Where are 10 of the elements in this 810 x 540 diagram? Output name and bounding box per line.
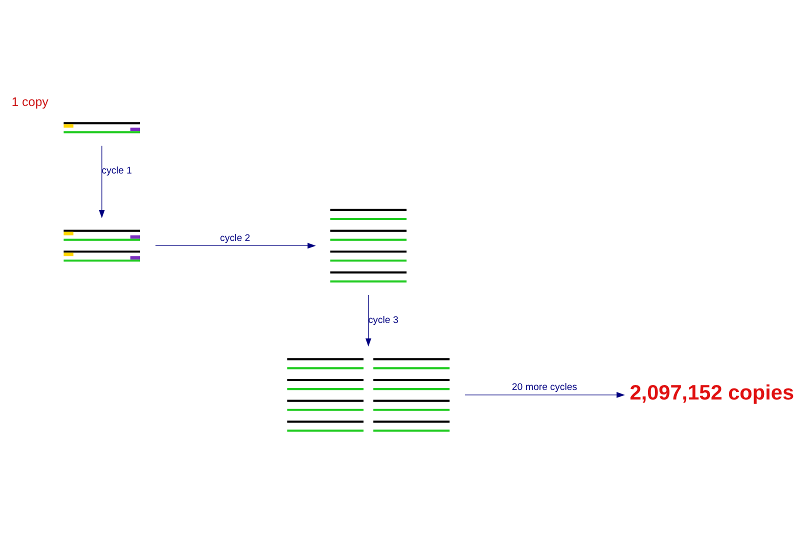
edge-label: 20 more cycles — [512, 382, 578, 394]
node-label: 1 copy — [12, 94, 48, 109]
edge-label: cycle 3 — [368, 314, 398, 326]
arrow — [365, 294, 372, 347]
arrow — [155, 242, 316, 249]
edge-label: cycle 1 — [102, 166, 132, 177]
node-text: 2,097,152 copies — [630, 381, 794, 404]
arrow — [464, 392, 625, 398]
arrow — [98, 146, 105, 218]
edge-label: cycle 2 — [220, 232, 250, 244]
